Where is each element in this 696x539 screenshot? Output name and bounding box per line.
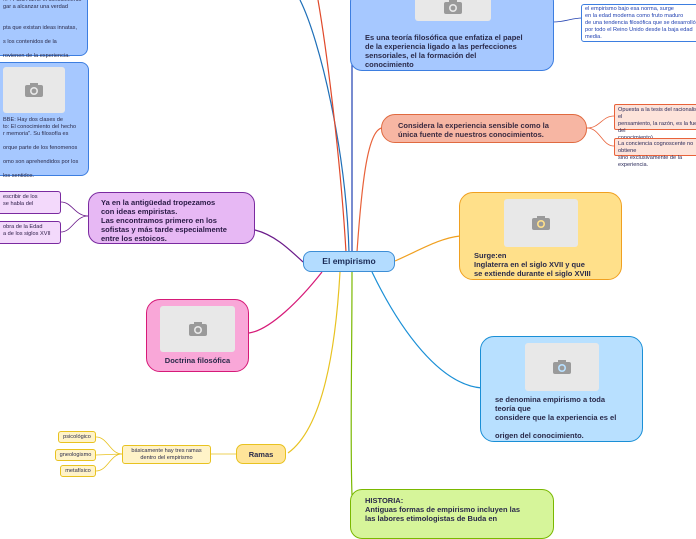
rama-label: gneologismo [59,452,92,458]
rama-label: psicológico [63,434,91,440]
denomina-node[interactable]: se denomina empirismo a toda teoría que … [480,336,643,442]
definition-text: Es una teoría filosófica que enfatiza el… [365,33,523,69]
camera-icon [553,360,571,374]
ramas-sub[interactable]: básicamente hay tres ramas dentro del em… [122,445,211,464]
doctrina-node[interactable]: Doctrina filosófica [146,299,249,372]
camera-icon [444,0,462,14]
experiencia-node[interactable]: Considera la experiencia sensible como l… [381,114,587,143]
experiencia-note-1[interactable]: Opuesta a la tesis del racionalismo, el … [614,104,696,141]
camera-icon [188,322,207,336]
camera-icon [25,83,43,97]
definition-note-text: el empirismo bajo esa norma, surge en la… [585,6,696,40]
experiencia-text: Considera la experiencia sensible como l… [398,121,549,139]
left-mid-node[interactable]: BBE: Hay dos clases de to: El conocimien… [0,62,89,179]
left-top-node[interactable]: ...": Para Hume el conocimiento gar a al… [0,0,88,59]
definition-note[interactable]: el empirismo bajo esa norma, surge en la… [581,4,696,42]
historia-text: HISTORIA: Antiguas formas de empirismo i… [365,496,521,523]
experiencia-note-2-text: La conciencia cognoscente no obtiene sin… [618,141,694,168]
central-topic[interactable]: El empirismo [303,251,395,272]
rama-metafisico[interactable]: metafísico [60,465,96,477]
antiguedad-node[interactable]: Ya en la antigüedad tropezamos con ideas… [88,192,255,244]
doctrina-label: Doctrina filosófica [164,356,231,365]
image-placeholder [415,0,491,21]
denomina-text: se denomina empirismo a toda teoría que … [495,395,617,440]
rama-psicologico[interactable]: psicológico [58,431,96,443]
camera-icon [532,216,550,230]
historia-node[interactable]: HISTORIA: Antiguas formas de empirismo i… [350,489,554,539]
antiguedad-note-2-text: obra de la Edad a de los siglos XVII [3,224,51,237]
surge-text: Surge:en Inglaterra en el siglo XVII y q… [474,251,591,278]
antiguedad-note-1[interactable]: escribir de los se habla del [0,191,61,214]
antiguedad-note-1-text: escribir de los se habla del [3,194,38,207]
experiencia-note-1-text: Opuesta a la tesis del racionalismo, el … [618,107,696,141]
ramas-label: Ramas [248,450,274,459]
surge-node[interactable]: Surge:en Inglaterra en el siglo XVII y q… [459,192,622,280]
connector-lines [60,0,615,496]
ramas-node[interactable]: Ramas [236,444,286,464]
central-topic-label: El empirismo [322,256,376,266]
image-placeholder [3,67,65,113]
antiguedad-note-2[interactable]: obra de la Edad a de los siglos XVII [0,221,61,244]
image-placeholder [525,343,599,391]
antiguedad-text: Ya en la antigüedad tropezamos con ideas… [101,198,227,243]
left-mid-text: BBE: Hay dos clases de to: El conocimien… [3,117,79,179]
rama-label: metafísico [65,468,91,474]
image-placeholder [160,306,235,352]
experiencia-note-2[interactable]: La conciencia cognoscente no obtiene sin… [614,138,696,168]
definition-node[interactable]: Es una teoría filosófica que enfatiza el… [350,0,554,71]
ramas-sub-text: básicamente hay tres ramas dentro del em… [131,448,202,461]
rama-gneologismo[interactable]: gneologismo [55,449,96,461]
image-placeholder [504,199,578,247]
left-top-text: ...": Para Hume el conocimiento gar a al… [3,0,82,59]
